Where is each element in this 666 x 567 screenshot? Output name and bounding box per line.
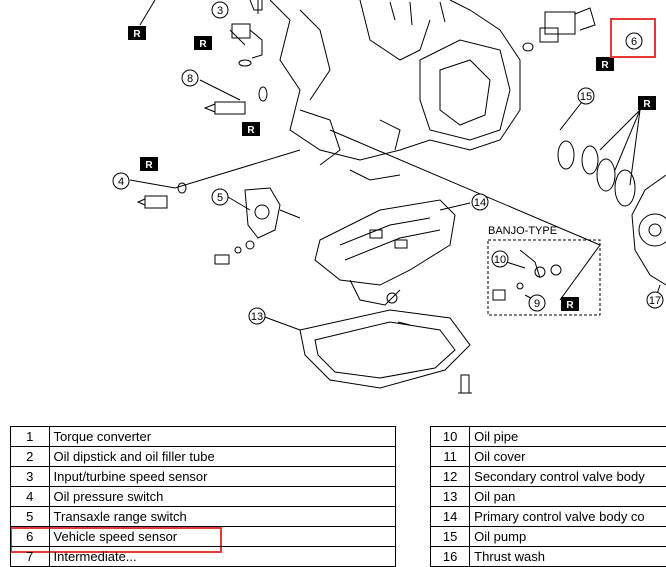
callout-label: 5 bbox=[217, 192, 223, 204]
part-3-input-speed-sensor bbox=[232, 0, 262, 66]
svg-text:R: R bbox=[133, 29, 141, 40]
r-badge: R bbox=[194, 36, 212, 50]
callout-label: 14 bbox=[474, 197, 486, 209]
callout-label: 17 bbox=[649, 295, 661, 307]
callout-label: 9 bbox=[534, 298, 540, 310]
part-number: 15 bbox=[431, 527, 470, 547]
svg-text:R: R bbox=[247, 125, 255, 136]
part-name: Oil dipstick and oil filler tube bbox=[49, 447, 395, 467]
part-name: Oil pump bbox=[470, 527, 666, 547]
callout-13: 13 bbox=[249, 308, 265, 324]
callout-9: 9 bbox=[529, 295, 545, 311]
part-name: Torque converter bbox=[49, 427, 395, 447]
callout-label: 15 bbox=[580, 91, 592, 103]
part-8-fitting bbox=[205, 87, 267, 114]
callout-17: 17 bbox=[647, 292, 663, 308]
part-name: Thrust wash bbox=[470, 547, 666, 567]
svg-text:R: R bbox=[601, 60, 609, 71]
part-name: Input/turbine speed sensor bbox=[49, 467, 395, 487]
part-name: Oil pan bbox=[470, 487, 666, 507]
exploded-parts-diagram: 3 6 8 4 5 13 14 15 10 9 17 R R R R bbox=[0, 0, 666, 420]
r-badge: R bbox=[128, 26, 146, 40]
part-6-vehicle-speed-sensor bbox=[523, 8, 595, 51]
part-13-oil-pan bbox=[300, 310, 472, 393]
callout-label: 8 bbox=[187, 73, 193, 85]
callout-label: 3 bbox=[217, 5, 223, 17]
part-number: 5 bbox=[11, 507, 50, 527]
transaxle-case bbox=[270, 0, 520, 180]
part-name: Oil pipe bbox=[470, 427, 666, 447]
part-number: 12 bbox=[431, 467, 470, 487]
part-number: 3 bbox=[11, 467, 50, 487]
r-badge: R bbox=[242, 122, 260, 136]
part-number: 7 bbox=[11, 547, 50, 567]
r-badge: R bbox=[561, 297, 579, 311]
part-name: Secondary control valve body bbox=[470, 467, 666, 487]
part-name: Primary control valve body co bbox=[470, 507, 666, 527]
callout-14: 14 bbox=[472, 194, 488, 210]
callout-5: 5 bbox=[212, 189, 228, 205]
callout-8: 8 bbox=[182, 70, 198, 86]
callout-15: 15 bbox=[578, 88, 594, 104]
part-number: 14 bbox=[431, 507, 470, 527]
highlight-callout-6 bbox=[610, 18, 656, 58]
part-number: 1 bbox=[11, 427, 50, 447]
callout-4: 4 bbox=[113, 173, 129, 189]
part-name: Vehicle speed sensor bbox=[49, 527, 395, 547]
callout-10: 10 bbox=[492, 251, 508, 267]
r-badge: R bbox=[140, 157, 158, 171]
r-badge: R bbox=[638, 96, 656, 110]
r-badge: R bbox=[596, 57, 614, 71]
part-number: 13 bbox=[431, 487, 470, 507]
callout-3: 3 bbox=[212, 2, 228, 18]
part-number: 4 bbox=[11, 487, 50, 507]
callout-label: 10 bbox=[494, 254, 506, 266]
svg-text:R: R bbox=[145, 160, 153, 171]
part-name: Intermediate... bbox=[49, 547, 395, 567]
part-name: Oil cover bbox=[470, 447, 666, 467]
part-name: Oil pressure switch bbox=[49, 487, 395, 507]
part-number: 2 bbox=[11, 447, 50, 467]
svg-text:R: R bbox=[199, 39, 207, 50]
svg-text:R: R bbox=[566, 300, 574, 311]
part-name: Transaxle range switch bbox=[49, 507, 395, 527]
svg-text:R: R bbox=[643, 99, 651, 110]
banjo-type-label: BANJO-TYPE bbox=[488, 225, 557, 237]
part-number: 10 bbox=[431, 427, 470, 447]
callout-label: 13 bbox=[251, 311, 263, 323]
part-number: 6 bbox=[11, 527, 50, 547]
part-number: 16 bbox=[431, 547, 470, 567]
part-number: 11 bbox=[431, 447, 470, 467]
part-14-control-valve-body bbox=[315, 200, 455, 305]
callout-label: 4 bbox=[118, 176, 124, 188]
part-17-oil-pump bbox=[632, 175, 666, 285]
